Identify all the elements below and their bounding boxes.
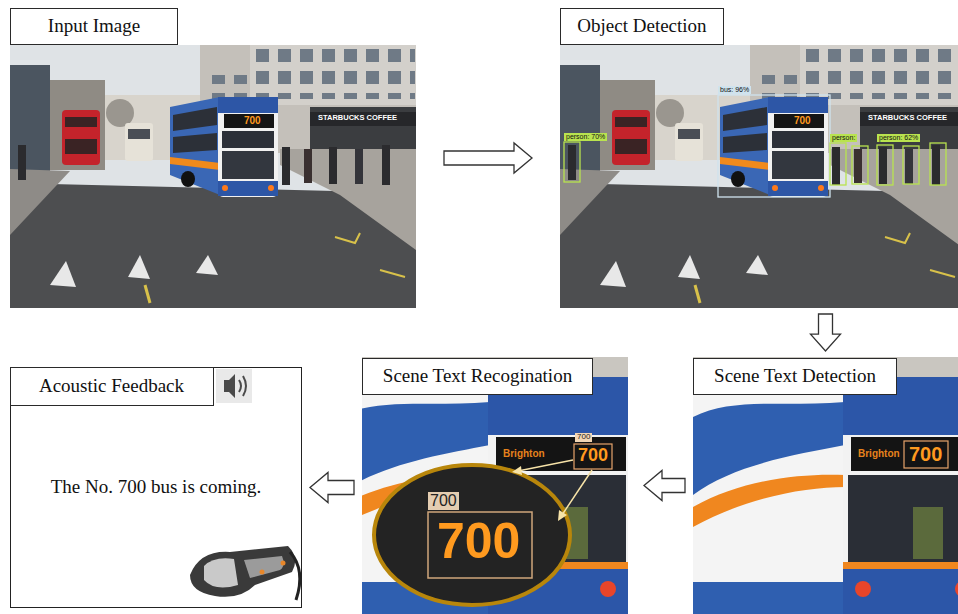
image-panel: Scene Text Recogination	[362, 357, 636, 614]
flow-arrow	[811, 314, 841, 351]
detection-tag: 700	[428, 492, 459, 510]
output-box: Acoustic FeedbackThe No. 700 bus is comi…	[10, 367, 302, 608]
image-panel: Object Detection	[560, 8, 958, 308]
scene-text: 700	[244, 115, 261, 126]
detection-tag: bus: 96%	[718, 86, 751, 94]
stage-title: Scene Text Recogination	[362, 358, 593, 395]
scene-text: 700	[437, 516, 520, 566]
detection-tag: person:	[830, 134, 857, 142]
stage-title: Scene Text Detection	[693, 358, 897, 395]
image-panel: Input Image	[10, 8, 416, 308]
flow-arrow	[644, 471, 685, 501]
feedback-text: The No. 700 bus is coming.	[11, 476, 301, 498]
scene-text: STARBUCKS COFFEE	[318, 114, 397, 122]
scene-text: Brighton	[503, 448, 545, 459]
image-panel: Scene Text Detection	[693, 357, 958, 614]
detection-tag: person: 70%	[564, 133, 607, 141]
detection-tag: 700	[575, 433, 592, 442]
scene-text: 700	[578, 446, 608, 466]
stage-title: Object Detection	[560, 8, 724, 45]
detection-tag: person: 62%	[877, 134, 920, 142]
flow-arrow	[310, 473, 354, 503]
stage-title: Input Image	[10, 8, 178, 45]
scene-text: STARBUCKS COFFEE	[868, 114, 947, 122]
stage-title: Acoustic Feedback	[10, 367, 214, 406]
scene-text: 700	[909, 443, 942, 465]
scene-text: Brighton	[858, 448, 900, 459]
flow-arrow	[444, 143, 532, 173]
scene-text: 700	[794, 115, 811, 126]
